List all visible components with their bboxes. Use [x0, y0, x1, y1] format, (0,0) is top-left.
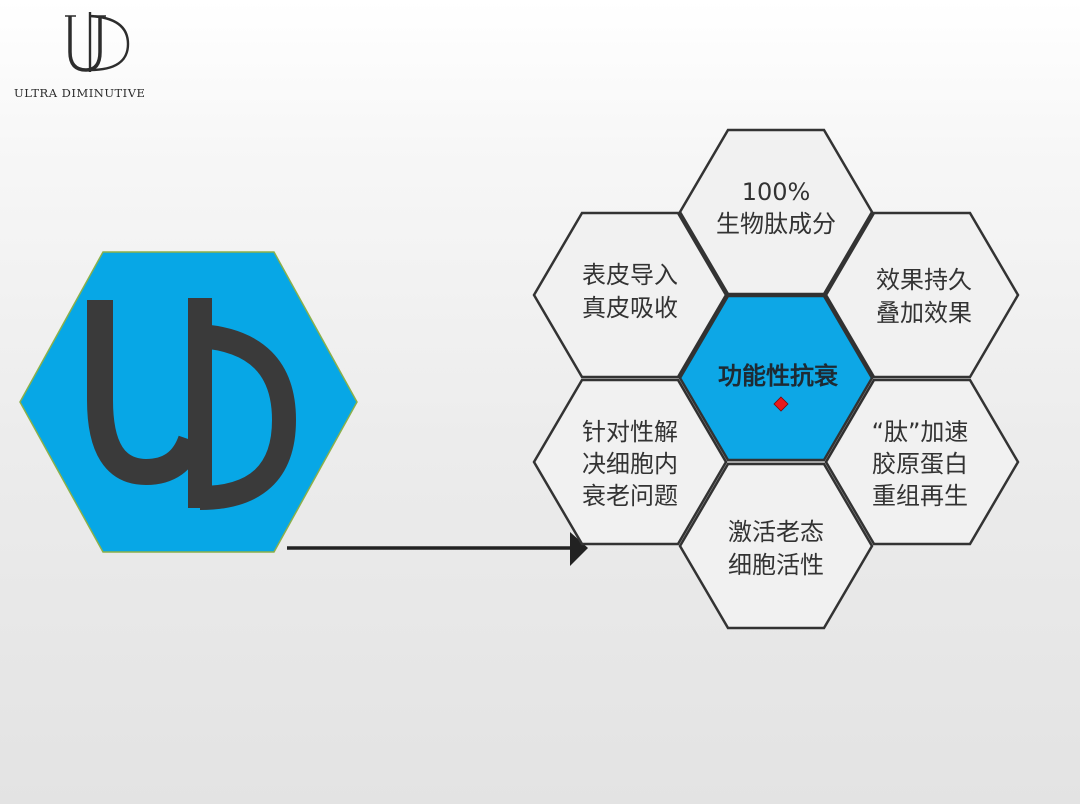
center-label: 功能性抗衰: [718, 362, 839, 390]
cell-bottom-line-2: 细胞活性: [728, 551, 824, 579]
hex-cell-center: [678, 294, 874, 462]
hex-cell-lower-left: [532, 378, 728, 546]
cell-top-line-1: 100%: [742, 178, 811, 206]
hex-cell-top: [678, 128, 874, 296]
cell-top-line-2: 生物肽成分: [716, 210, 836, 238]
cell-lower-left-line-2: 决细胞内: [582, 450, 678, 478]
cell-lower-left-line-3: 衰老问题: [582, 482, 678, 510]
ud-logo-icon: [87, 298, 297, 510]
hex-cell-lower-right: [824, 378, 1020, 546]
cell-upper-right-line-1: 效果持久: [876, 266, 972, 294]
cell-upper-right-line-2: 叠加效果: [876, 299, 972, 327]
cell-lower-right-line-1: “肽”加速: [872, 418, 969, 446]
cell-upper-left-line-2: 真皮吸收: [582, 294, 678, 322]
ud-monogram-icon: [65, 12, 130, 72]
cell-lower-right-line-2: 胶原蛋白: [872, 450, 968, 478]
brand-wordmark: ULTRA DIMINUTIVE: [14, 86, 146, 100]
cell-lower-right-line-3: 重组再生: [872, 482, 968, 510]
hex-cell-upper-right: [824, 211, 1020, 379]
arrow-right-icon: [287, 532, 588, 566]
cell-bottom-line-1: 激活老态: [728, 518, 824, 546]
brand-logo: ULTRA DIMINUTIVE: [10, 8, 190, 100]
hex-cell-bottom: [678, 462, 874, 630]
diamond-marker-icon: [773, 396, 789, 412]
cell-lower-left-line-1: 针对性解: [582, 418, 678, 446]
cell-upper-left-line-1: 表皮导入: [582, 261, 678, 289]
big-logo-hexagon: [19, 251, 358, 553]
hex-cell-upper-left: [532, 211, 728, 379]
